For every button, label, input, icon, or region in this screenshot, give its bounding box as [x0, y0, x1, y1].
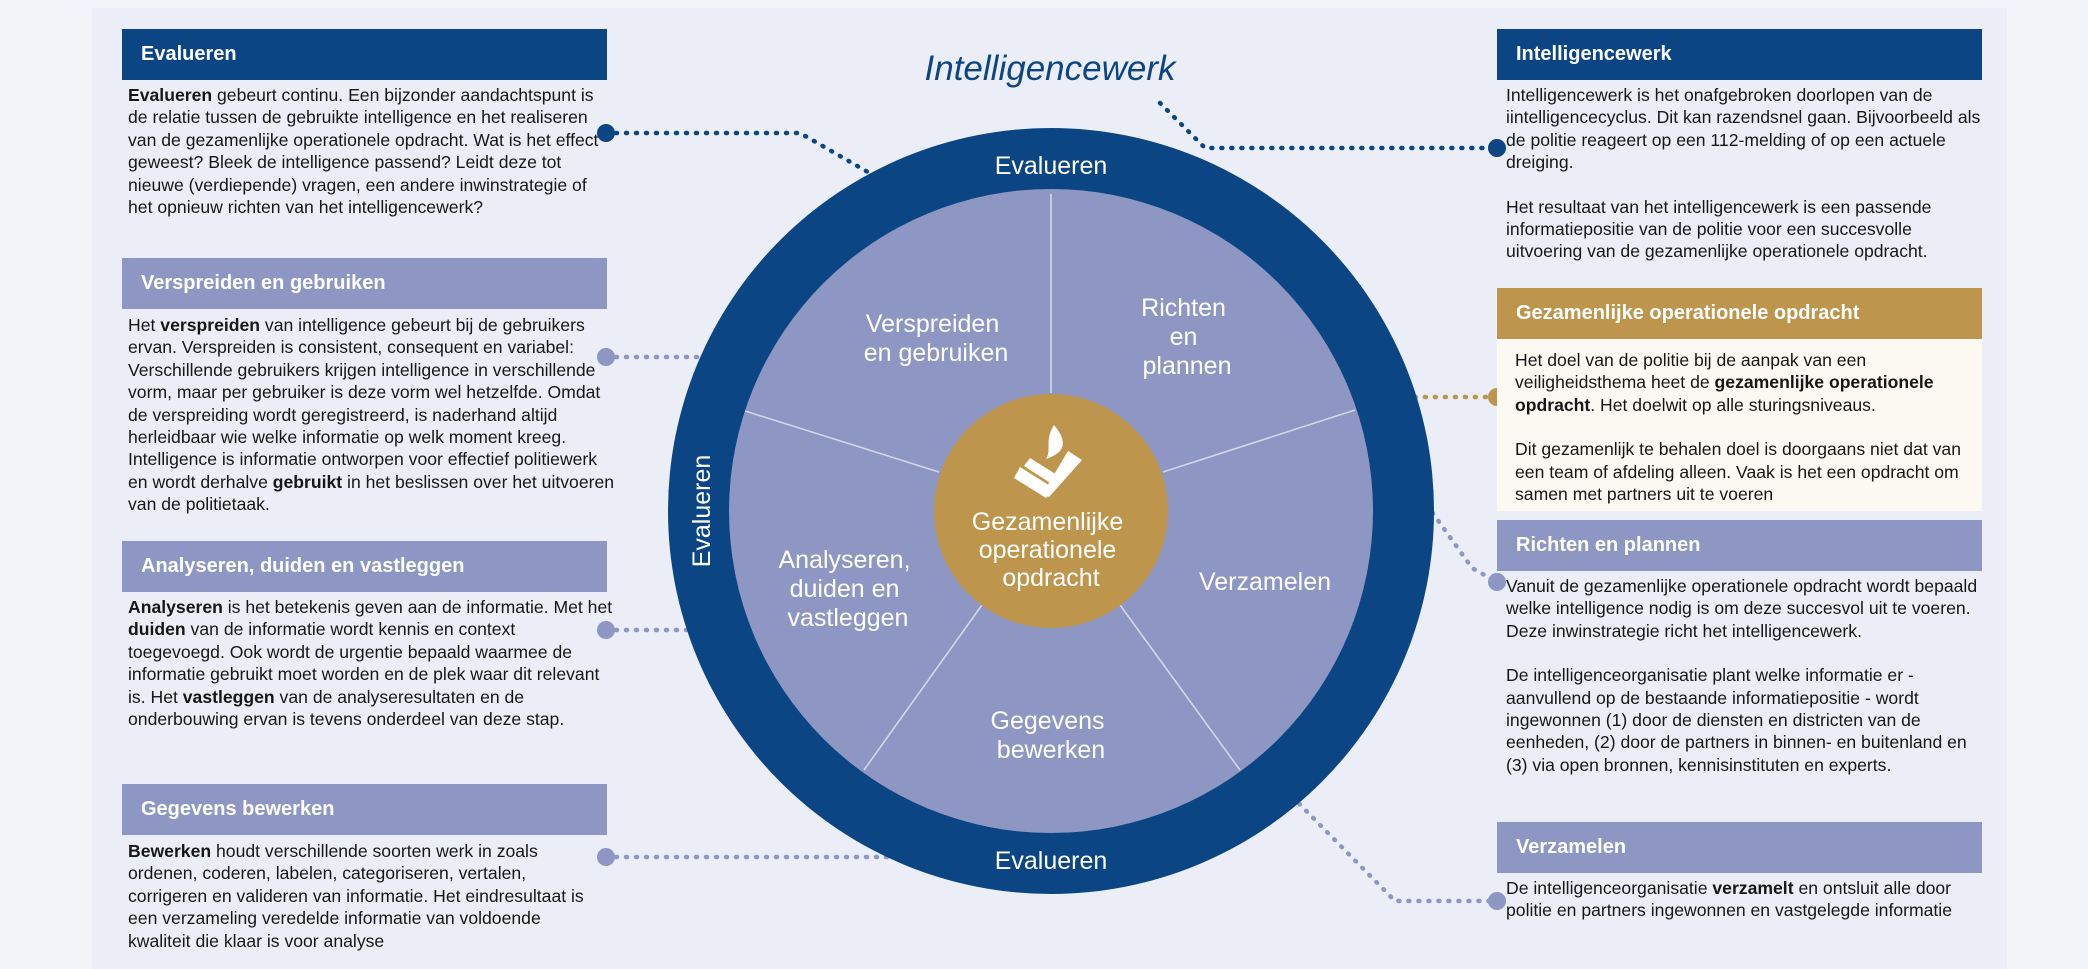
connector-analyseren — [603, 607, 748, 633]
center-label: Gezamenlijke operationele opdracht — [972, 508, 1130, 592]
wheel-divider — [1119, 604, 1241, 771]
wheel-divider — [1162, 409, 1356, 473]
ring-label-top: Evalueren — [995, 152, 1108, 180]
panel-text: Het doel van de politie bij de aanpak va… — [1497, 339, 1982, 512]
connector-richten — [1354, 404, 1500, 585]
text-run: van de informatie wordt kennis en contex… — [128, 619, 600, 707]
panel-text: Het verspreiden van intelligence gebeurt… — [122, 309, 615, 516]
wheel-divider — [863, 604, 983, 771]
text-run: Het doel van de politie bij de aanpak va… — [1515, 350, 1867, 393]
connector-dot-verzamelen — [1488, 892, 1506, 910]
segment-label-gegevens: Gegevens bewerken — [991, 707, 1112, 764]
panel-text: Bewerken houdt verschillende soorten wer… — [122, 835, 607, 952]
text-run: Het — [128, 315, 161, 335]
bold-term: duiden — [128, 619, 186, 640]
bold-term: vastleggen — [182, 686, 275, 707]
panel-analyseren: Analyseren, duiden en vastleggen Analyse… — [122, 541, 612, 730]
panel-title: Evalueren — [122, 29, 607, 80]
connector-dot-gegevens — [597, 848, 615, 866]
text-run: en ontsluit alle door politie en partner… — [1506, 878, 1953, 921]
panel-paragraph: De intelligenceorganisatie plant welke i… — [1506, 664, 1990, 776]
text-run: Het resultaat van het intelligencewerk i… — [1506, 196, 1932, 262]
panel-verzamelen: Verzamelen De intelligenceorganisatie ve… — [1497, 822, 1982, 922]
segment-label-verspreiden: Verspreiden en gebruiken — [864, 310, 1009, 367]
connector-dot-richten — [1488, 573, 1506, 591]
connector-evalueren — [603, 130, 876, 178]
ring-label-bottom: Evalueren — [995, 847, 1108, 875]
panel-title: Gegevens bewerken — [122, 784, 607, 835]
wheel-divider — [744, 410, 940, 473]
panel-paragraph: Het doel van de politie bij de aanpak va… — [1515, 349, 1972, 416]
panel-text: Intelligencewerk is het onafgebroken doo… — [1497, 80, 1990, 263]
panel-paragraph: Het resultaat van het intelligencewerk i… — [1506, 196, 1990, 263]
panel-paragraph: Dit gezamenlijk te behalen doel is doorg… — [1515, 438, 1972, 505]
text-run: gebeurt continu. Een bijzonder aandachts… — [128, 85, 599, 218]
panel-paragraph: Bewerken houdt verschillende soorten wer… — [128, 840, 601, 952]
text-run: Vanuit de gezamenlijke operationele opdr… — [1506, 576, 1978, 641]
panel-richten: Richten en plannen Vanuit de gezamenlijk… — [1497, 520, 1982, 776]
bold-term: Bewerken — [128, 841, 212, 861]
panel-paragraph: Analyseren is het betekenis geven aan de… — [128, 596, 613, 730]
page-title: Intelligencewerk — [925, 49, 1177, 88]
panel-title: Intelligencewerk — [1497, 29, 1982, 80]
segment-label-verzamelen: Verzamelen — [1199, 568, 1331, 596]
text-run: van de analyseresultaten en de onderbouw… — [128, 686, 565, 730]
text-run: van intelligence gebeurt bij de gebruike… — [128, 315, 601, 492]
connector-intelligencewerk — [1157, 100, 1500, 151]
bold-term: Evalueren — [128, 85, 213, 105]
bold-term: verzamelt — [1712, 878, 1794, 898]
panel-paragraph: De intelligenceorganisatie verzamelt en … — [1506, 877, 1982, 922]
panel-text: Analyseren is het betekenis geven aan de… — [122, 592, 613, 730]
panel-gezamenlijke-opdracht: Gezamenlijke operationele opdracht Het d… — [1497, 288, 1982, 512]
connector-dot-evalueren — [597, 124, 615, 142]
panel-intelligencewerk: Intelligencewerk Intelligencewerk is het… — [1497, 29, 1982, 263]
text-run: is het betekenis geven aan de informatie… — [222, 597, 613, 617]
center-goal-disc — [934, 394, 1168, 628]
panel-paragraph: Het verspreiden van intelligence gebeurt… — [128, 314, 615, 516]
panel-evalueren: Evalueren Evalueren gebeurt continu. Een… — [122, 29, 607, 218]
text-run: in het beslissen over het uitvoeren van … — [128, 471, 615, 515]
panel-title: Verzamelen — [1497, 822, 1982, 873]
panel-paragraph: Intelligencewerk is het onafgebroken doo… — [1506, 84, 1990, 174]
panel-title: Verspreiden en gebruiken — [122, 258, 607, 309]
bold-term: gebruikt — [272, 471, 343, 492]
panel-title: Gezamenlijke operationele opdracht — [1497, 288, 1982, 339]
ring-label-left: Evalueren — [688, 455, 716, 568]
text-run: Intelligencewerk is het onafgebroken doo… — [1506, 85, 1981, 173]
segment-label-analyseren: Analyseren, duiden en vastleggen — [779, 546, 918, 632]
connector-dot-intelligencewerk — [1488, 139, 1506, 157]
police-flame-icon — [1014, 425, 1082, 498]
text-run: . Het doelwit op alle sturingsniveaus. — [1590, 394, 1876, 415]
panel-paragraph: Vanuit de gezamenlijke operationele opdr… — [1506, 575, 1990, 642]
panel-text: De intelligenceorganisatie verzamelt en … — [1497, 873, 1982, 922]
panel-title: Analyseren, duiden en vastleggen — [122, 541, 607, 592]
connector-dot-verspreiden — [597, 348, 615, 366]
panel-text: Evalueren gebeurt continu. Een bijzonder… — [122, 80, 607, 218]
connector-dot-analyseren — [597, 621, 615, 639]
panel-paragraph: Evalueren gebeurt continu. Een bijzonder… — [128, 84, 601, 218]
panel-gegevens: Gegevens bewerken Bewerken houdt verschi… — [122, 784, 607, 952]
panel-verspreiden: Verspreiden en gebruiken Het verspreiden… — [122, 258, 614, 516]
panel-text: Vanuit de gezamenlijke operationele opdr… — [1497, 571, 1990, 776]
text-run: De intelligenceorganisatie — [1506, 878, 1713, 898]
text-run: houdt verschillende soorten werk in zoal… — [128, 841, 584, 951]
bold-term: gezamenlijke operationele opdracht — [1515, 372, 1934, 415]
text-run: De intelligenceorganisatie plant welke i… — [1506, 665, 1967, 775]
text-run: Dit gezamenlijk te behalen doel is doorg… — [1515, 439, 1961, 505]
bold-term: verspreiden — [160, 315, 261, 335]
bold-term: Analyseren — [128, 597, 223, 617]
segment-label-richten: Richten en plannen — [1141, 294, 1233, 380]
panel-title: Richten en plannen — [1497, 520, 1982, 571]
